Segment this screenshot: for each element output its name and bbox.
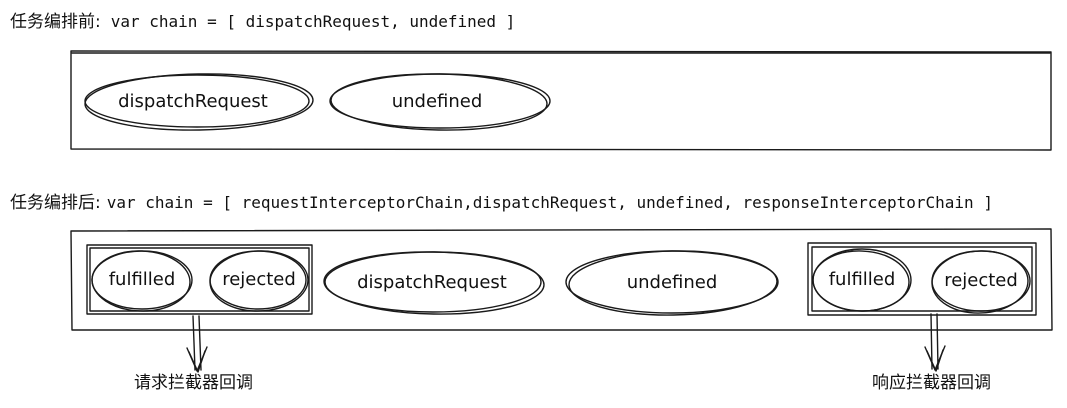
after-node-dispatchrequest-label: dispatchRequest [357,272,507,293]
request-interceptor-label: 请求拦截器回调 [134,373,253,393]
response-fulfilled-label: fulfilled [828,269,896,290]
response-rejected-label: rejected [944,270,1018,291]
before-node-undefined-label: undefined [391,91,483,112]
response-rejected-ellipse [931,250,1031,314]
before-node-undefined-ellipse [329,73,551,131]
after-container-box [70,228,1053,331]
after-caption: 任务编排后: var chain = [ requestInterceptorCh… [10,195,993,212]
after-node-undefined-ellipse [565,250,779,316]
request-interceptor-group-box [86,244,313,315]
response-arrow [924,313,946,372]
before-node-dispatchrequest-ellipse [84,73,314,131]
request-rejected-ellipse [209,250,309,312]
before-node-dispatchrequest-label: dispatchRequest [118,91,268,112]
after-node-undefined-label: undefined [626,272,718,293]
request-fulfilled-ellipse [91,250,193,312]
after-code: var chain = [ requestInterceptorChain,di… [106,193,993,212]
response-interceptor-group-box [807,242,1037,316]
before-container-box [70,50,1052,151]
after-node-dispatchrequest-ellipse [323,251,545,315]
response-fulfilled-ellipse [812,248,912,312]
before-code: var chain = [ dispatchRequest, undefined… [110,12,516,31]
request-rejected-label: rejected [222,269,296,290]
response-interceptor-label: 响应拦截器回调 [872,373,991,393]
request-arrow [186,315,208,373]
before-caption: 任务编排前: var chain = [ dispatchRequest, und… [10,14,515,31]
before-heading: 任务编排前: [10,12,101,32]
after-heading: 任务编排后: [10,193,101,213]
request-fulfilled-label: fulfilled [108,269,176,290]
